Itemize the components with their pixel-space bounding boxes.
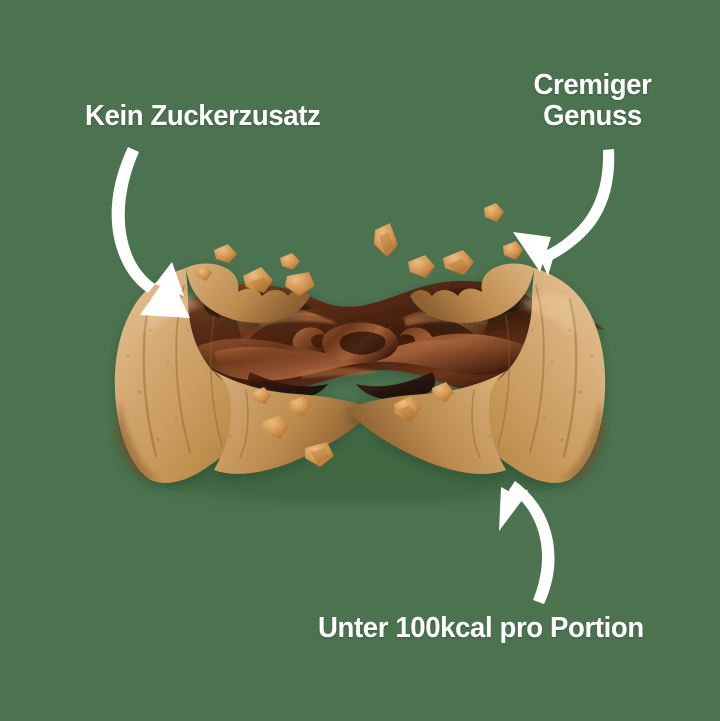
wafer-crumbs [196, 203, 523, 467]
label-no-sugar: Kein Zuckerzusatz [85, 100, 321, 132]
label-calories: Unter 100kcal pro Portion [318, 612, 644, 644]
wafer-shell-left [114, 263, 374, 483]
wafer-shell-right [346, 263, 606, 483]
label-creamy: Cremiger Genuss [533, 69, 652, 133]
